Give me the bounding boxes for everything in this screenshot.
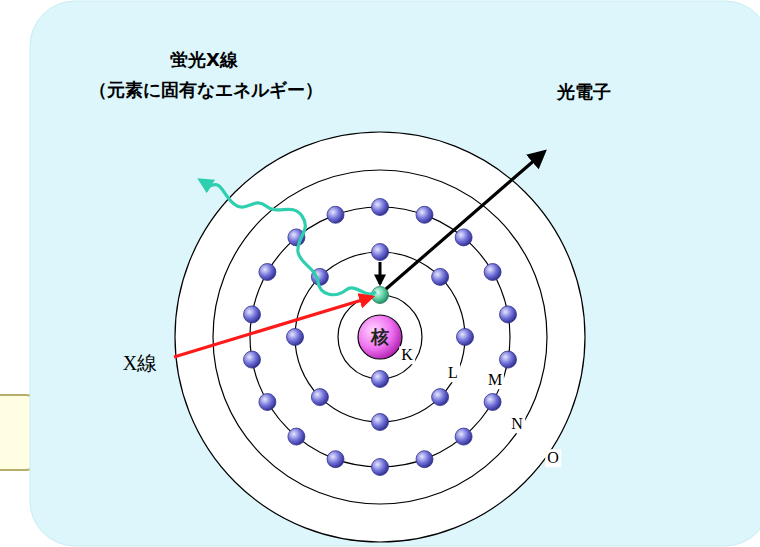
shell-label: O <box>545 449 561 467</box>
shell-label: L <box>446 364 460 382</box>
incident-xray-arrow <box>174 297 372 357</box>
shell-label: M <box>486 371 504 389</box>
background-panel <box>30 1 760 546</box>
wave-title: 蛍光X線 <box>170 50 238 70</box>
photoelectron-arrow <box>386 152 544 289</box>
nucleus-label: 核 <box>371 325 389 349</box>
xray-label: X線 <box>123 352 157 374</box>
wave-note: （元素に固有なエネルギー） <box>89 80 323 100</box>
shell-label: K <box>399 346 415 364</box>
electron-shells <box>175 132 585 542</box>
transition-arrow <box>379 262 382 284</box>
fluorescent-xray-wave <box>200 180 376 295</box>
nucleus-circle: 核 <box>357 314 403 360</box>
photoelectron-label: 光電子 <box>557 82 611 102</box>
shell-label: N <box>509 415 525 433</box>
vacancy-electron <box>372 287 389 304</box>
electrons <box>244 199 517 476</box>
